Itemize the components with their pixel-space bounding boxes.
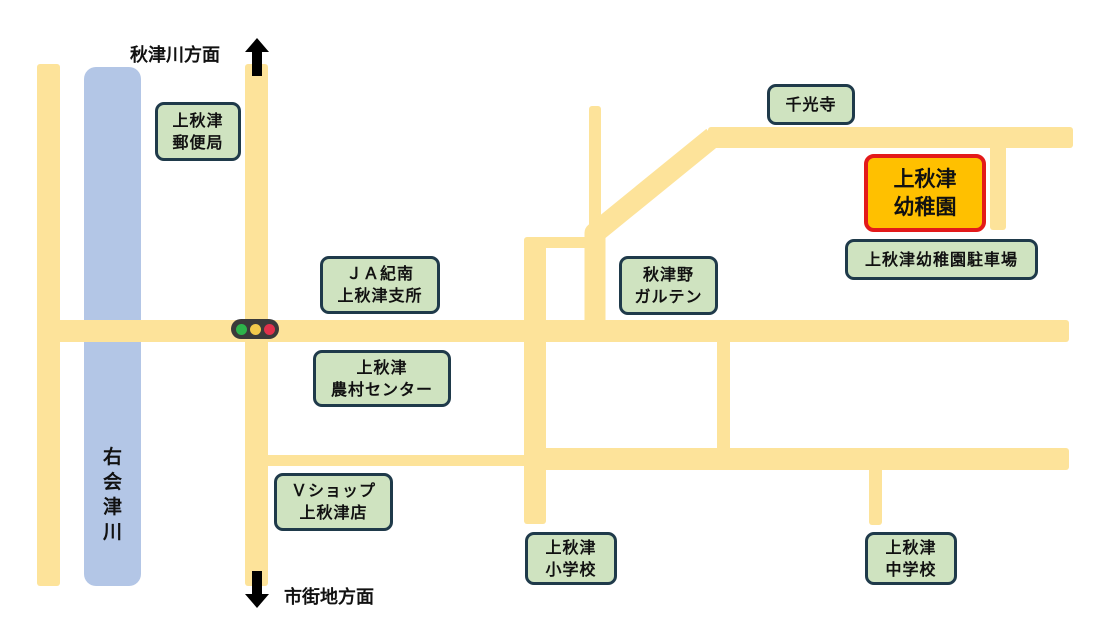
- landmark-line: 上秋津: [545, 537, 597, 557]
- landmark-v-shop: Ｖショップ 上秋津店: [274, 473, 393, 531]
- landmark-line: 上秋津支所: [337, 286, 423, 305]
- landmark-line: Ｖショップ: [290, 481, 376, 500]
- landmark-line: 上秋津店: [299, 503, 368, 522]
- landmark-line: ＪＡ紀南: [345, 264, 414, 283]
- destination-line: 上秋津: [893, 167, 957, 191]
- landmark-line: 上秋津: [885, 537, 937, 557]
- landmark-akizuno-garten: 秋津野 ガルテン: [619, 256, 718, 315]
- signal-green-lamp: [235, 323, 247, 335]
- signal-yellow-lamp: [249, 323, 261, 335]
- landmark-line: 上秋津幼稚園駐車場: [864, 249, 1018, 269]
- landmark-line: 農村センター: [330, 379, 433, 399]
- arrow-down-icon: [245, 571, 269, 608]
- landmark-line: 千光寺: [785, 94, 837, 114]
- landmark-ja-branch: ＪＡ紀南 上秋津支所: [320, 256, 440, 314]
- road-main-horizontal: [37, 320, 1069, 342]
- landmark-elementary-school: 上秋津 小学校: [525, 532, 617, 585]
- signal-red-lamp: [263, 323, 275, 335]
- landmark-line: 中学校: [885, 559, 937, 579]
- landmark-senkoji: 千光寺: [767, 84, 855, 125]
- landmark-junior-high-school: 上秋津 中学校: [865, 532, 957, 585]
- direction-north-label: 秋津川方面: [130, 45, 220, 66]
- road-lower-horizontal: [524, 448, 1069, 470]
- landmark-line: 上秋津: [356, 357, 408, 377]
- landmark-line: 上秋津: [172, 110, 224, 130]
- landmark-line: 小学校: [545, 559, 597, 579]
- direction-south-label: 市街地方面: [284, 587, 374, 608]
- road-lower-thin: [245, 455, 535, 466]
- road-diagonal: [584, 128, 720, 320]
- landmark-farm-center: 上秋津 農村センター: [313, 350, 451, 407]
- landmark-kindergarten-parking: 上秋津幼稚園駐車場: [845, 239, 1038, 280]
- road-school-vertical: [524, 238, 546, 524]
- river-char: 津: [102, 496, 122, 518]
- river-char: 右: [102, 446, 122, 468]
- river-label: 右 会 津 川: [84, 445, 141, 545]
- landmark-line: ガルテン: [634, 286, 703, 306]
- landmark-post-office: 上秋津 郵便局: [155, 102, 241, 161]
- destination-kindergarten: 上秋津 幼稚園: [864, 154, 986, 232]
- traffic-signal-icon: [231, 319, 279, 339]
- river-char: 会: [102, 471, 122, 493]
- road-loop-top: [524, 237, 602, 248]
- landmark-line: 秋津野: [642, 264, 694, 284]
- road-connector: [717, 338, 730, 452]
- road-junior-high-stub: [869, 465, 882, 525]
- road-top-horizontal: [708, 127, 1073, 148]
- river-char: 川: [102, 521, 122, 543]
- landmark-line: 郵便局: [172, 132, 224, 152]
- arrow-up-icon: [245, 38, 269, 76]
- destination-line: 幼稚園: [893, 195, 957, 219]
- road-top-stub: [990, 140, 1006, 230]
